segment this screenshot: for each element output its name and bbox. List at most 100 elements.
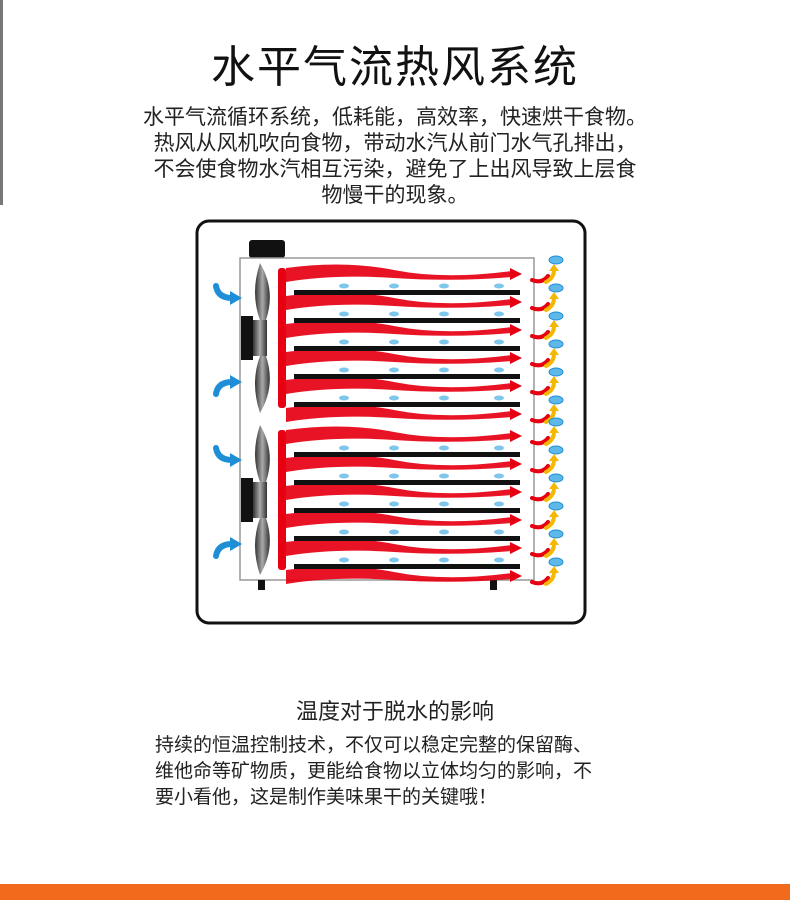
vapor-drop-icon (339, 395, 349, 401)
vapor-drop-icon (339, 283, 349, 289)
vapor-drop-icon (389, 339, 399, 345)
food-tray (294, 374, 520, 379)
vapor-drop-icon (548, 339, 564, 349)
food-tray (294, 508, 520, 513)
hot-air-flow-icon (510, 296, 522, 308)
exhaust-arrow-icon (549, 566, 559, 573)
exhaust-arrow-icon (544, 458, 556, 474)
intro-paragraph: 水平气流循环系统，低耗能，高效率，快速烘干食物。 热风从风机吹向食物，带动水汽从… (90, 104, 700, 208)
food-tray (294, 346, 520, 351)
left-edge-rule (0, 0, 3, 205)
exhaust-arrow-icon (530, 520, 550, 530)
vapor-drop-icon (389, 367, 399, 373)
food-tray (294, 480, 520, 485)
exhaust-arrow-icon (544, 352, 556, 368)
intake-arrow-icon (213, 283, 235, 301)
exhaust-arrow-icon (549, 426, 559, 433)
exhaust-arrow-icon (549, 454, 559, 461)
vapor-drop-icon (389, 395, 399, 401)
vapor-drop-icon (389, 557, 399, 563)
exhaust-arrow-icon (530, 302, 550, 312)
exhaust-arrow-icon (544, 430, 556, 446)
fan-icon (255, 425, 270, 482)
vapor-drop-icon (339, 557, 349, 563)
fan-icon (255, 356, 270, 413)
vapor-drop-icon (494, 311, 504, 317)
hot-air-flow-icon (510, 542, 522, 554)
vapor-drop-icon (548, 501, 564, 511)
exhaust-arrow-icon (544, 570, 556, 586)
hot-air-flow-icon (286, 566, 512, 584)
vapor-drop-icon (494, 339, 504, 345)
food-tray (294, 564, 520, 569)
hot-air-flow-icon (510, 514, 522, 526)
exhaust-arrow-icon (530, 548, 550, 558)
hot-air-flow-icon (286, 454, 512, 472)
footer-bar (0, 884, 790, 900)
vapor-drop-icon (494, 529, 504, 535)
vapor-drop-icon (389, 445, 399, 451)
vapor-drop-icon (548, 255, 564, 265)
motor-housing (241, 478, 253, 522)
vapor-drop-icon (439, 283, 449, 289)
exhaust-arrow-icon (530, 274, 550, 284)
exhaust-arrow-icon (530, 330, 550, 340)
vapor-drop-icon (494, 557, 504, 563)
exhaust-arrow-icon (549, 376, 559, 383)
paragraph-line: 维他命等矿物质，更能给食物以立体均匀的影响，不 (155, 760, 593, 782)
exhaust-arrow-icon (544, 380, 556, 396)
vapor-drop-icon (494, 283, 504, 289)
section-paragraph: 持续的恒温控制技术，不仅可以稳定完整的保留酶、 维他命等矿物质，更能给食物以立体… (155, 732, 675, 810)
exhaust-arrow-icon (530, 414, 550, 424)
exhaust-arrow-icon (549, 538, 559, 545)
exhaust-arrow-icon (549, 292, 559, 299)
vapor-drop-icon (494, 395, 504, 401)
vapor-drop-icon (548, 417, 564, 427)
exhaust-arrow-icon (544, 542, 556, 558)
vapor-drop-icon (439, 339, 449, 345)
hot-air-flow-icon (286, 426, 512, 444)
exhaust-arrow-icon (530, 464, 550, 474)
vapor-drop-icon (494, 501, 504, 507)
airflow-diagram (195, 219, 587, 625)
vapor-drop-icon (548, 311, 564, 321)
exhaust-arrow-icon (549, 320, 559, 327)
exhaust-arrow-icon (530, 358, 550, 368)
vapor-drop-icon (548, 473, 564, 483)
vapor-drop-icon (439, 395, 449, 401)
hot-air-flow-icon (286, 264, 512, 282)
hot-air-flow-icon (510, 352, 522, 364)
control-knob (249, 240, 285, 258)
fan-hub (253, 482, 267, 518)
vapor-drop-icon (439, 557, 449, 563)
hot-air-flow-icon (286, 538, 512, 556)
exhaust-arrow-icon (544, 324, 556, 340)
intake-arrow-icon (230, 453, 242, 467)
vapor-drop-icon (548, 557, 564, 567)
vapor-drop-icon (339, 311, 349, 317)
intake-arrow-icon (230, 291, 242, 305)
food-tray (294, 536, 520, 541)
vapor-drop-icon (548, 367, 564, 377)
vapor-drop-icon (439, 367, 449, 373)
hot-air-flow-icon (510, 268, 522, 280)
exhaust-arrow-icon (544, 408, 556, 424)
vapor-drop-icon (339, 367, 349, 373)
vapor-drop-icon (389, 473, 399, 479)
hot-air-flow-icon (510, 458, 522, 470)
vapor-drop-icon (389, 283, 399, 289)
hot-air-flow-icon (510, 380, 522, 392)
vapor-drop-icon (494, 473, 504, 479)
vapor-drop-icon (548, 283, 564, 293)
hot-air-flow-icon (286, 348, 512, 366)
motor-housing (241, 316, 253, 360)
exhaust-arrow-icon (544, 486, 556, 502)
vapor-drop-icon (548, 395, 564, 405)
vapor-drop-icon (494, 367, 504, 373)
vapor-drop-icon (439, 445, 449, 451)
hot-air-duct (278, 430, 286, 570)
paragraph-line: 持续的恒温控制技术，不仅可以稳定完整的保留酶、 (155, 734, 593, 756)
hot-air-flow-icon (510, 570, 522, 582)
vapor-drop-icon (339, 339, 349, 345)
vapor-drop-icon (339, 501, 349, 507)
